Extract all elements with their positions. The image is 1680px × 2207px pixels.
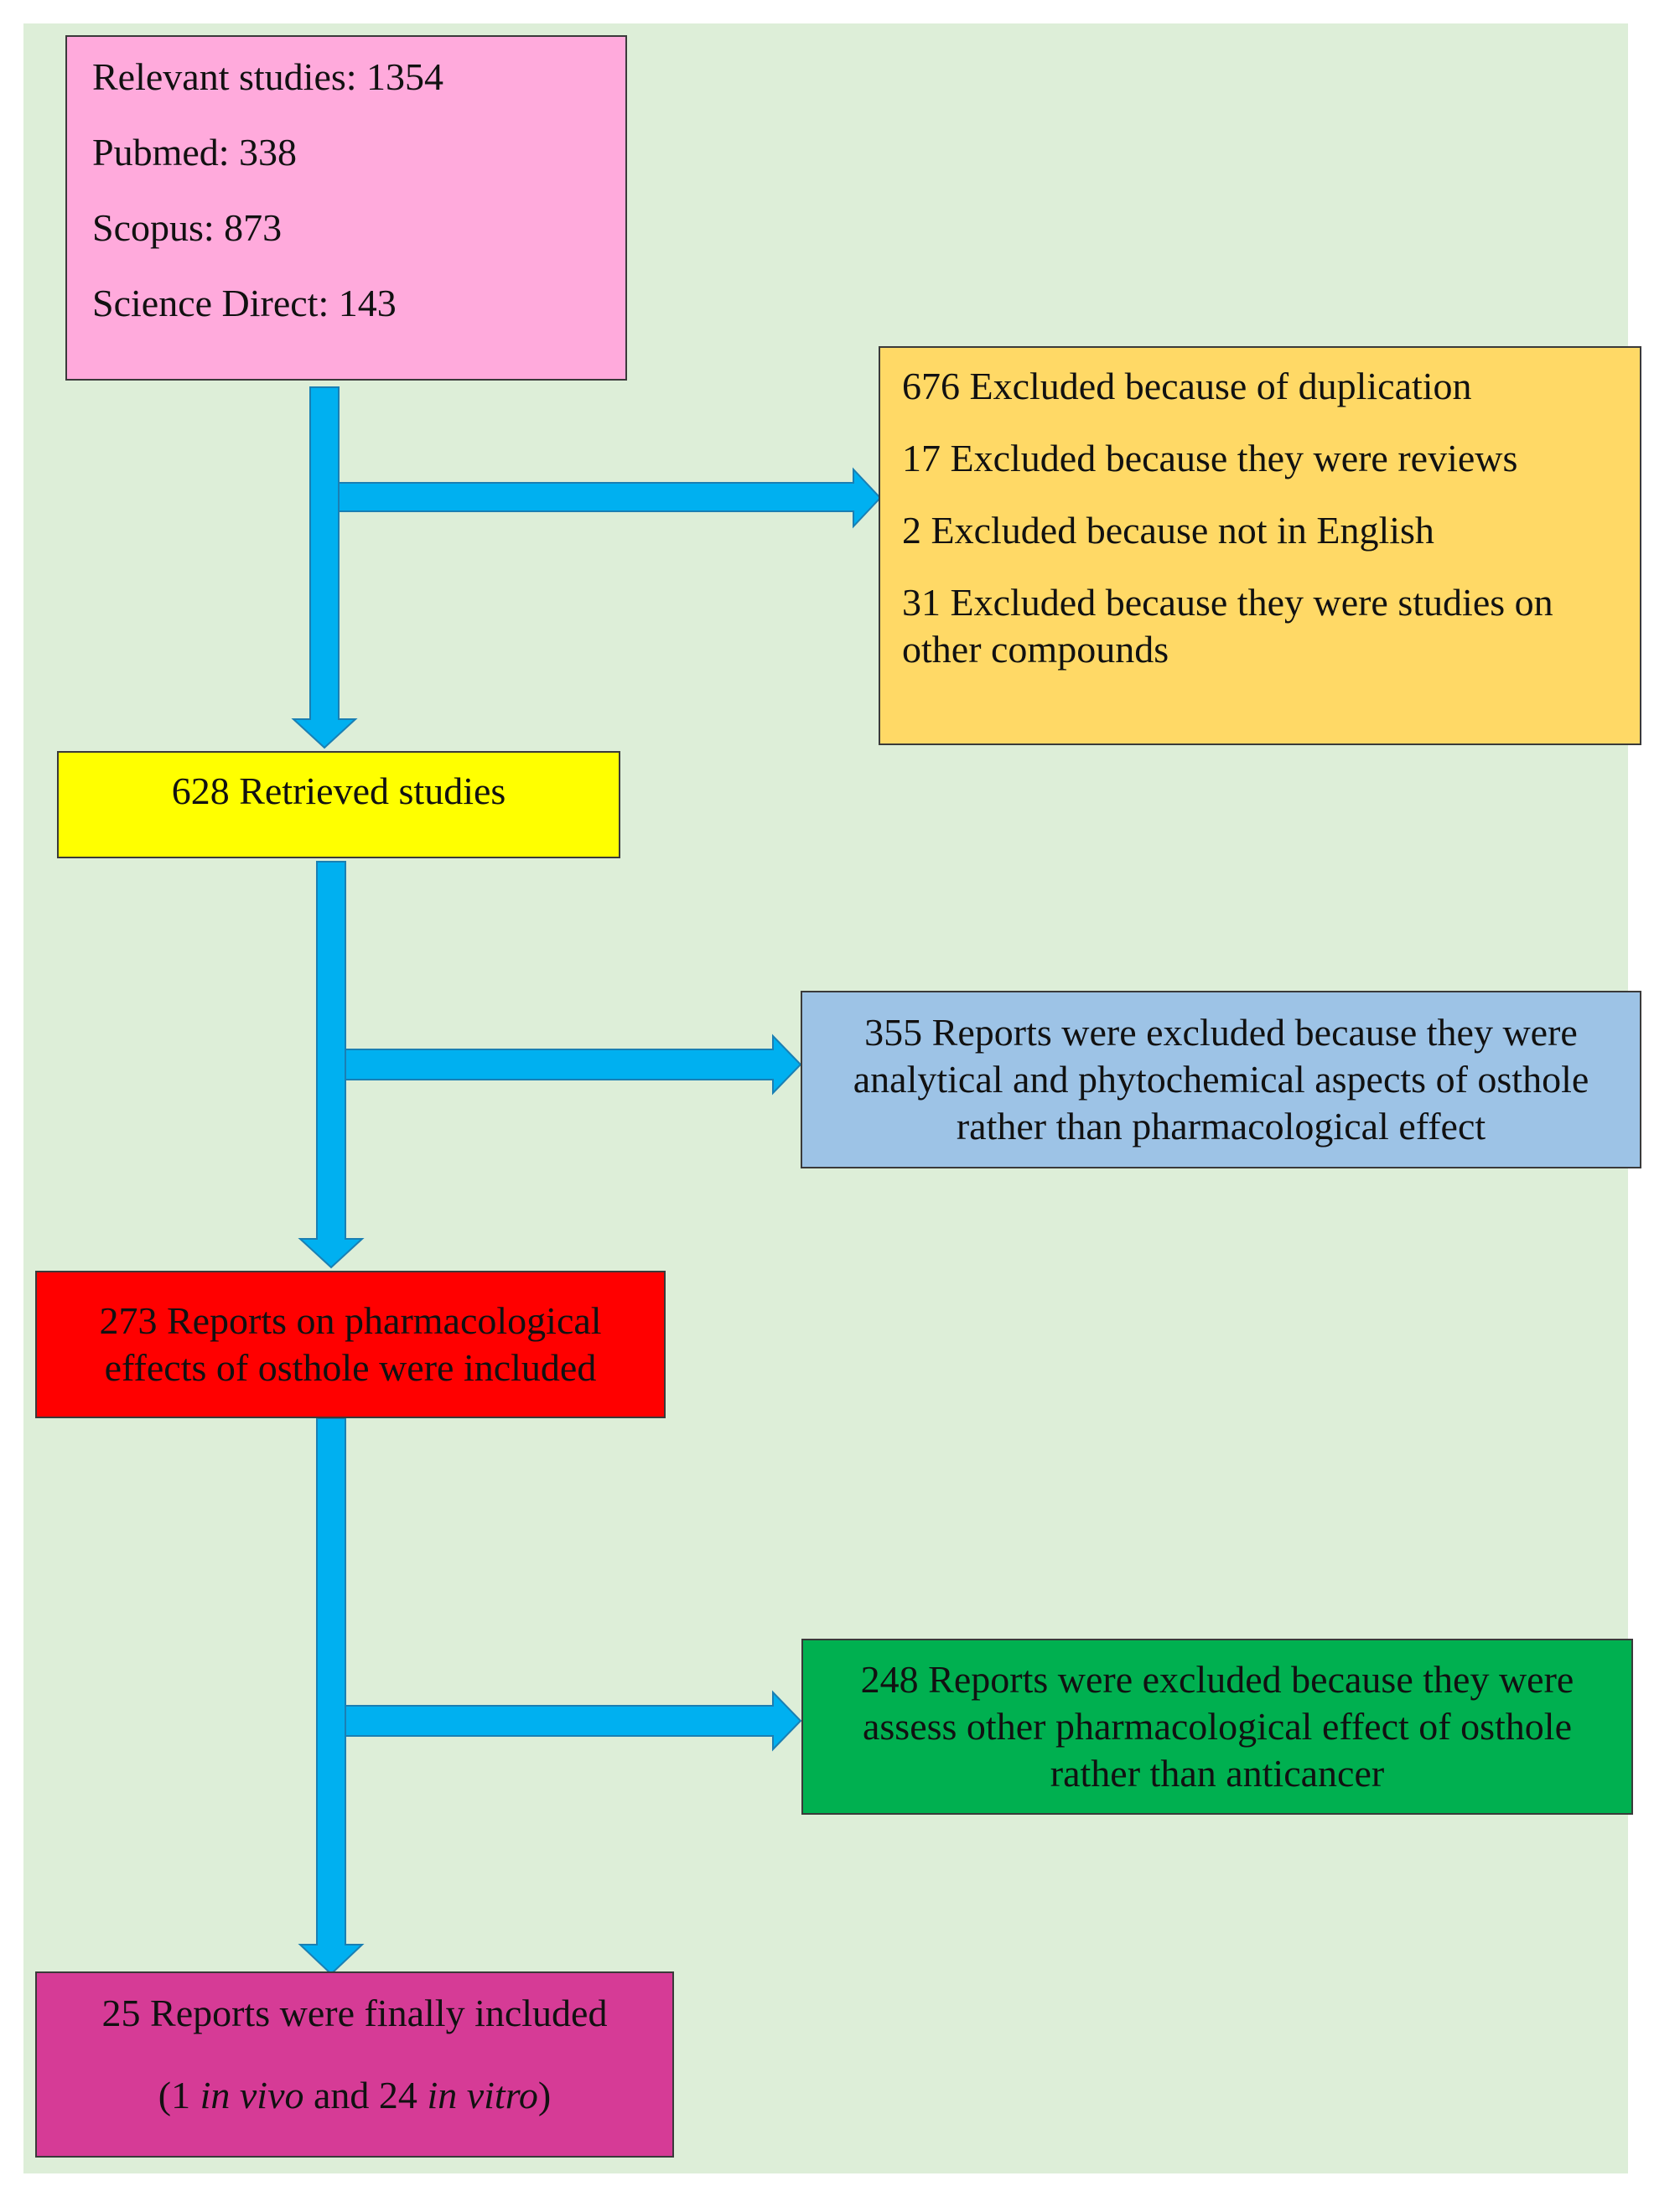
search-line-scopus: Scopus: 873 [92, 206, 283, 250]
final-in-vitro: in vitro [427, 2074, 538, 2117]
excluded-reviews: 17 Excluded because they were reviews [902, 437, 1518, 480]
excluded-not-english: 2 Excluded because not in English [902, 509, 1434, 552]
retrieved-label: 628 Retrieved studies [171, 769, 506, 812]
excluded-second-box: 355 Reports were excluded because they w… [801, 991, 1641, 1168]
excluded-duplication: 676 Excluded because of duplication [902, 365, 1472, 407]
final-open: (1 [158, 2074, 200, 2117]
retrieved-studies-box: 628 Retrieved studies [57, 751, 620, 858]
arrow-right-2 [345, 1034, 802, 1096]
excluded-first-box: 676 Excluded because of duplication 17 E… [879, 346, 1641, 745]
arrow-down-3 [298, 1417, 365, 1976]
final-breakdown: (1 in vivo and 24 in vitro) [158, 2072, 551, 2119]
arrow-right-1 [338, 467, 882, 529]
pharmacological-label: 273 Reports on pharmacological effects o… [99, 1298, 602, 1389]
search-results-box: Relevant studies: 1354 Pubmed: 338 Scopu… [65, 35, 627, 381]
excluded-other-effect-label: 248 Reports were excluded because they w… [860, 1657, 1574, 1795]
final-middle: and 24 [303, 2074, 428, 2117]
arrow-right-3 [345, 1690, 802, 1752]
final-in-vivo: in vivo [200, 2074, 304, 2117]
final-count-label: 25 Reports were finally included [101, 1992, 608, 2034]
excluded-other-compounds: 31 Excluded because they were studies on… [902, 581, 1553, 671]
excluded-third-box: 248 Reports were excluded because they w… [801, 1639, 1633, 1815]
search-line-pubmed: Pubmed: 338 [92, 131, 298, 174]
excluded-analytical-label: 355 Reports were excluded because they w… [853, 1010, 1589, 1148]
final-included-box: 25 Reports were finally included (1 in v… [35, 1971, 674, 2158]
arrow-down-1 [291, 386, 358, 749]
arrow-down-2 [298, 861, 365, 1269]
pharmacological-included-box: 273 Reports on pharmacological effects o… [35, 1271, 666, 1418]
search-line-sciencedirect: Science Direct: 143 [92, 282, 397, 325]
search-line-total: Relevant studies: 1354 [92, 55, 444, 98]
final-close: ) [537, 2074, 552, 2117]
